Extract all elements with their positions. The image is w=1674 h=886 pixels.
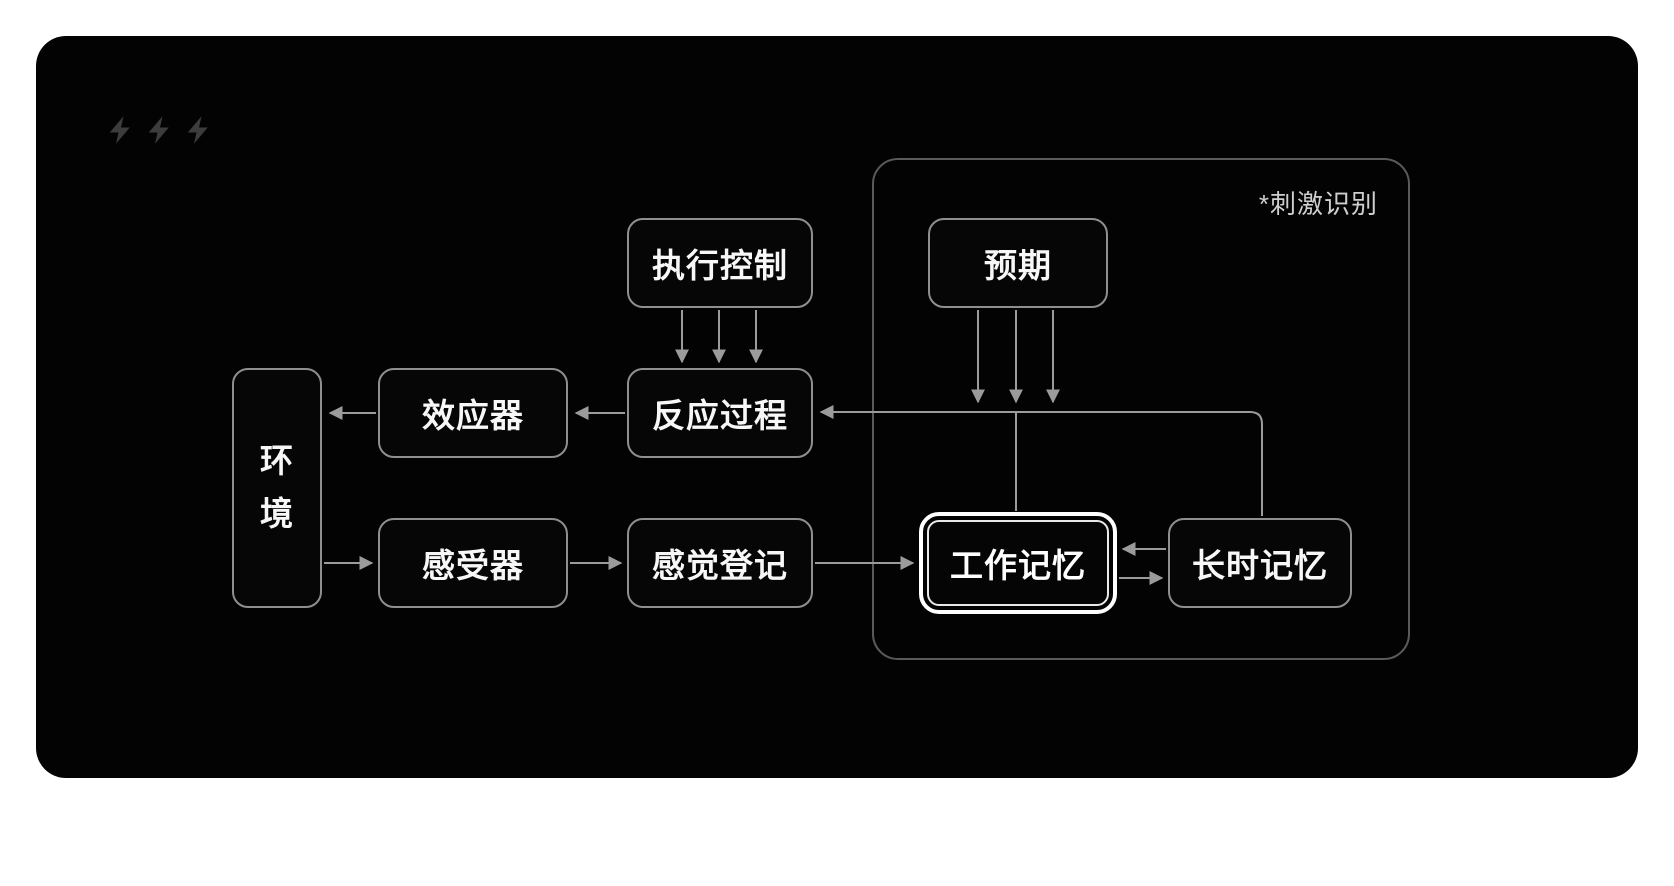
node-working-memory: 工作记忆	[927, 520, 1109, 606]
node-response-process: 反应过程	[627, 368, 813, 458]
node-effector: 效应器	[378, 368, 568, 458]
node-label: 效应器	[422, 397, 524, 434]
node-long-term-memory: 长时记忆	[1168, 518, 1352, 608]
zap-icon	[148, 116, 169, 144]
zap-icon	[109, 116, 130, 144]
node-working-memory-highlight: 工作记忆	[919, 512, 1117, 614]
node-label: 环境	[260, 442, 294, 532]
node-label: 执行控制	[652, 247, 788, 284]
node-expectation: 预期	[928, 218, 1108, 308]
node-sensory-register: 感觉登记	[627, 518, 813, 608]
region-label: *刺激识别	[1258, 189, 1378, 219]
node-label: 反应过程	[652, 397, 788, 434]
node-environment: 环境	[232, 368, 322, 608]
node-label: 工作记忆	[950, 547, 1086, 584]
node-receptor: 感受器	[378, 518, 568, 608]
zap-icons-group	[106, 114, 214, 146]
node-label: 感受器	[422, 547, 524, 584]
node-label: 长时记忆	[1192, 547, 1328, 584]
node-executive-control: 执行控制	[627, 218, 813, 308]
zap-icon	[187, 116, 208, 144]
node-label: 感觉登记	[652, 547, 788, 584]
region-stimulus-recognition: *刺激识别	[872, 158, 1410, 660]
node-label: 预期	[984, 247, 1052, 284]
